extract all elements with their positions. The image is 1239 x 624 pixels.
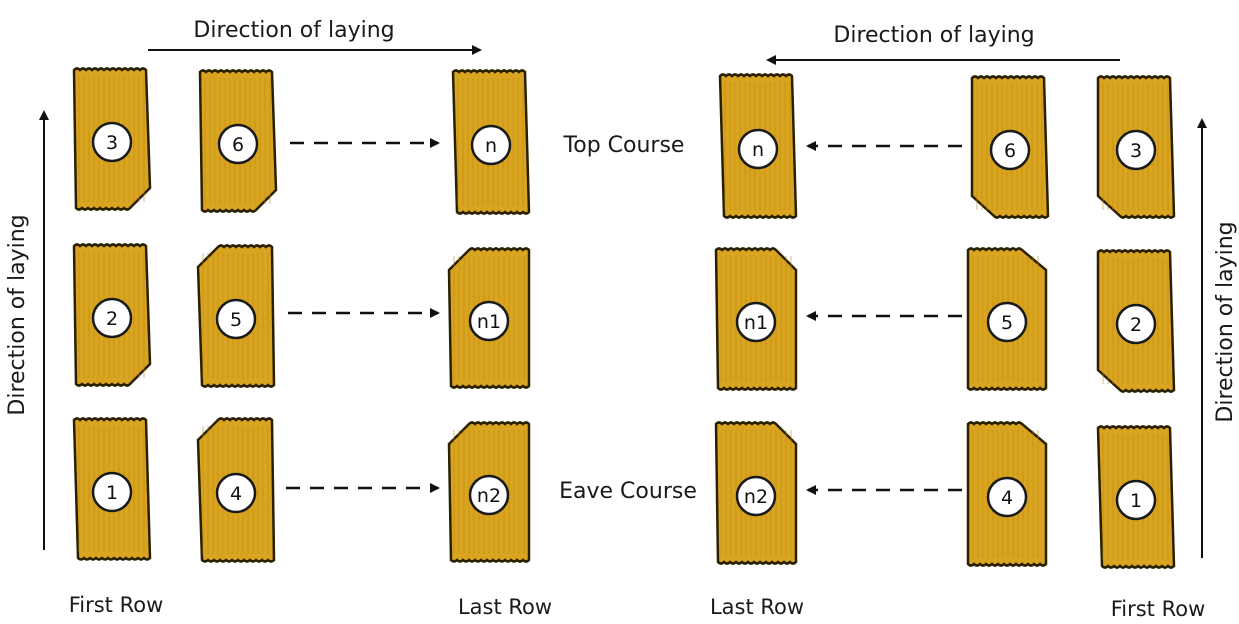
tile-number-badge	[468, 474, 510, 516]
tile-number-badge	[91, 471, 133, 513]
tile-left-last-row-n: n	[451, 69, 531, 215]
tile-number-label: 2	[1130, 314, 1142, 336]
tile-right-first-row-2: 2	[1096, 249, 1176, 393]
tile-grid: 3 2 1 6 5 4 n n1 n2 n n1 n2 6 5 4 3 2 1	[72, 67, 1176, 569]
tile-right-second-row-6: 6	[970, 75, 1050, 219]
tile-left-second-row-5: 5	[196, 244, 276, 388]
tile-number-badge	[735, 301, 777, 343]
top-course-label: Top Course	[563, 133, 685, 158]
top-left-direction-label: Direction of laying	[193, 18, 394, 43]
right-last-row-label: Last Row	[710, 595, 804, 619]
tile-number-badge	[215, 298, 257, 340]
right-first-row-label: First Row	[1111, 597, 1206, 621]
tile-number-label: n1	[477, 311, 501, 333]
left-first-row-label: First Row	[69, 593, 164, 617]
tile-number-label: 5	[1001, 312, 1013, 334]
tile-right-first-row-1: 1	[1096, 425, 1176, 569]
tile-number-label: 4	[1001, 487, 1013, 509]
tile-left-last-row-n2: n2	[447, 421, 531, 563]
tile-left-last-row-n1: n1	[447, 247, 531, 389]
tile-number-label: n1	[744, 312, 768, 334]
tile-number-badge	[91, 297, 133, 339]
tile-left-first-row-3: 3	[72, 67, 152, 211]
tile-number-badge	[1115, 129, 1157, 171]
tile-number-badge	[1115, 303, 1157, 345]
tile-number-label: 2	[106, 308, 118, 330]
tile-right-first-row-3: 3	[1096, 75, 1176, 219]
tile-left-second-row-4: 4	[196, 417, 276, 563]
eave-course-label: Eave Course	[559, 479, 697, 504]
tile-number-badge	[737, 128, 779, 170]
tile-number-badge	[986, 301, 1028, 343]
tile-number-badge	[215, 472, 257, 514]
tile-number-badge	[470, 124, 512, 166]
tile-number-badge	[986, 476, 1028, 518]
tile-number-label: 3	[1130, 140, 1142, 162]
tile-number-label: 1	[1130, 490, 1142, 512]
left-last-row-label: Last Row	[458, 595, 552, 619]
tile-number-label: n2	[477, 485, 501, 507]
tile-right-second-row-4: 4	[966, 421, 1048, 567]
tile-left-second-row-6: 6	[198, 69, 278, 213]
tile-number-badge	[989, 129, 1031, 171]
tile-number-label: 1	[106, 482, 118, 504]
tile-right-last-row-n2: n2	[714, 421, 798, 565]
tile-right-last-row-n: n	[718, 73, 798, 219]
tile-number-label: n	[752, 139, 764, 161]
right-side-direction-label: Direction of laying	[1213, 221, 1238, 422]
left-side-direction-label: Direction of laying	[5, 214, 30, 415]
tile-number-badge	[91, 121, 133, 163]
tile-left-first-row-2: 2	[72, 243, 152, 387]
tile-number-badge	[468, 300, 510, 342]
tile-left-first-row-1: 1	[72, 417, 152, 561]
top-right-direction-label: Direction of laying	[833, 23, 1034, 48]
tile-number-label: 6	[1004, 140, 1016, 162]
tile-number-badge	[217, 123, 259, 165]
tile-right-last-row-n1: n1	[714, 247, 798, 391]
tile-number-badge	[1115, 479, 1157, 521]
tile-number-label: n2	[744, 486, 768, 508]
tile-number-label: 3	[106, 132, 118, 154]
tile-number-label: 4	[230, 483, 242, 505]
tile-number-label: 6	[232, 134, 244, 156]
tile-number-label: n	[485, 135, 497, 157]
tile-right-second-row-5: 5	[966, 247, 1048, 391]
tile-number-badge	[735, 475, 777, 517]
tile-number-label: 5	[230, 309, 242, 331]
